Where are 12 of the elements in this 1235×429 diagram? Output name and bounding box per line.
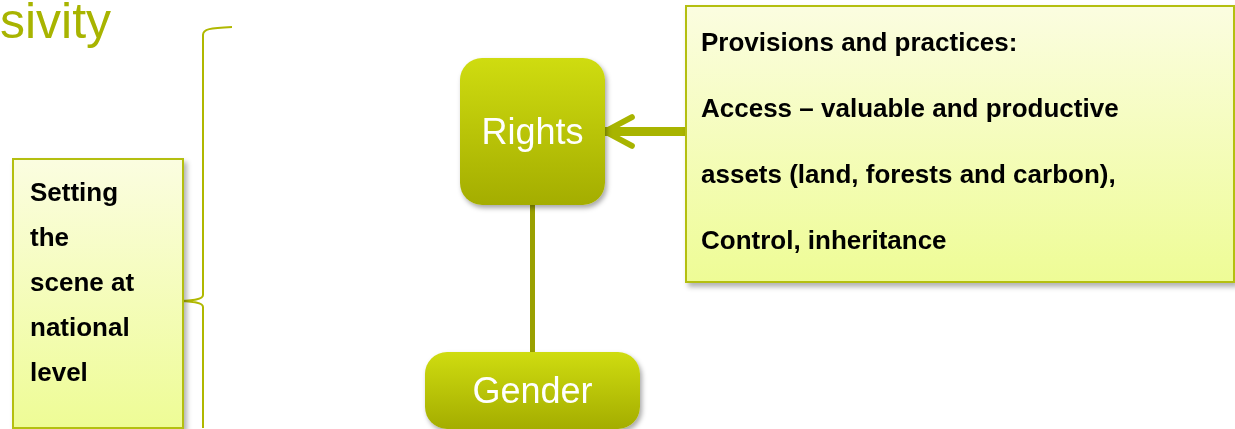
- note-text: Setting the scene at national level: [30, 176, 136, 389]
- note-box: [12, 158, 184, 429]
- connector-line: [530, 205, 535, 352]
- note-text: Access – valuable and productive assets (land, forests and carbon),: [701, 92, 1120, 191]
- tile-label: Gender: [472, 369, 593, 412]
- note-text: Provisions and practices:: [701, 26, 1019, 59]
- tile-label: Rights: [481, 110, 584, 153]
- slide-title: sivity: [0, 0, 112, 49]
- note-box: [685, 5, 1235, 283]
- rounded-tile: [425, 352, 640, 429]
- note-text: Control, inheritance: [701, 224, 948, 257]
- rounded-tile: [460, 58, 605, 205]
